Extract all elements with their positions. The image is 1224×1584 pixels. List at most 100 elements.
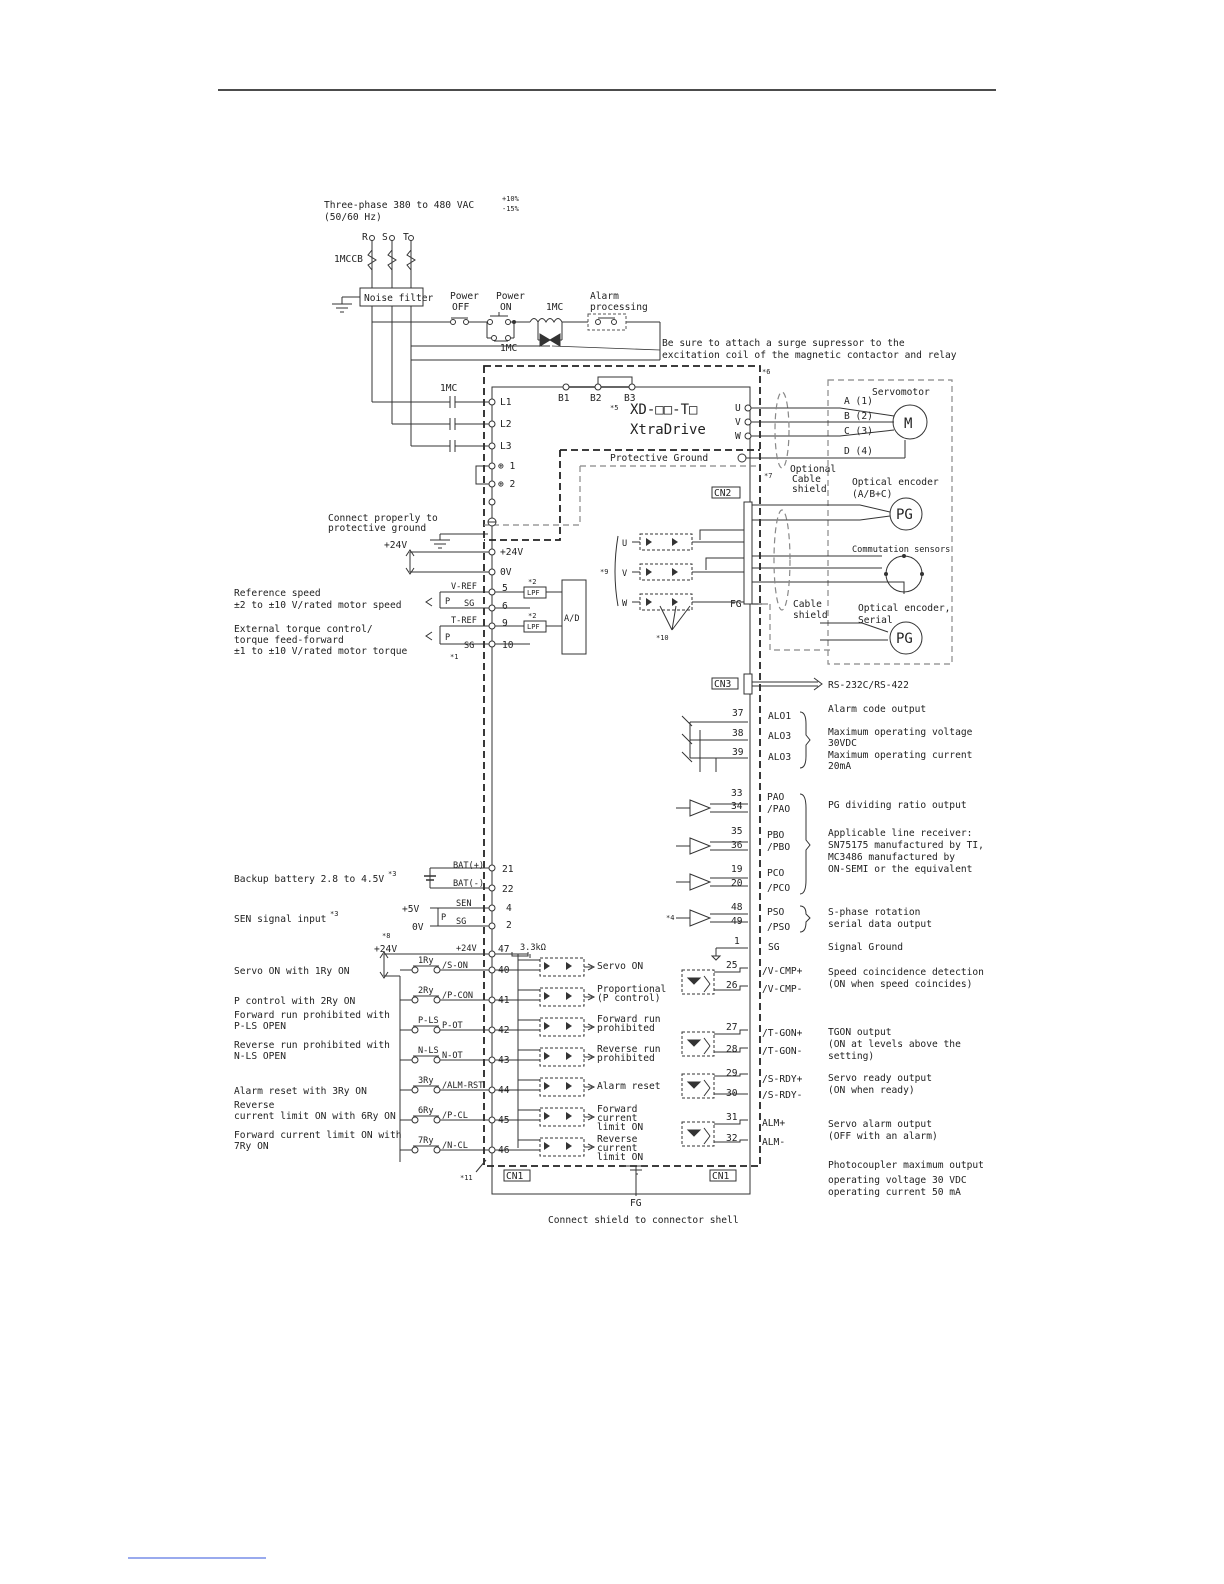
battery-symbol [424,875,436,881]
optional-shield-2: Cable [792,474,821,485]
signal-ground-desc: Signal Ground [828,942,903,953]
input-terminal [488,1026,496,1034]
alo2-label: ALO3 [768,731,791,742]
opto-wire [495,1139,540,1151]
pao-label: PAO [767,792,785,803]
servomotor-label: Servomotor [872,387,930,398]
input-function-label: Forward run [597,1014,661,1025]
opto-coupler-symbol [544,992,572,1000]
sg1-label: SG [768,942,780,953]
lpf-speed-box [523,586,547,599]
relay-contact [411,996,419,1004]
cn1-left-label: CN1 [506,1171,524,1182]
drive-outline [491,386,751,1195]
noise-filter-label: Noise filter [364,293,434,304]
ctl-24v-label: +24V [500,547,523,558]
npao-label: /PAO [767,804,790,815]
input-terminal [488,1056,496,1064]
tgon-plus-label: /T-GON+ [762,1028,803,1039]
cable-shield-ellipse [773,509,791,611]
note8: *8 [382,932,390,940]
w-pin-label: W [735,431,741,442]
input-function-label: Forward [597,1104,637,1115]
analog-inputs: Reference speed ±2 to ±10 V/rated motor … [234,578,587,661]
p-speed-label: P [445,597,450,607]
motor-m-label: M [904,416,912,432]
sen-desc: SEN signal input [234,914,326,925]
input-function-label: current [597,1113,637,1124]
pg-desc-4: MC3486 manufactured by [828,852,955,863]
relay-label: 6Ry [418,1106,434,1116]
pot-torque [425,631,433,641]
main-contactor-label: 1MC [440,383,458,394]
opto-wire [495,959,540,971]
input-desc: P-LS OPEN [234,1021,286,1032]
opto-arrow [584,1113,596,1121]
v-recv-label: V [622,569,627,579]
pin6-label: 6 [502,601,508,612]
alo3-label: ALO3 [768,752,791,763]
pin35-label: 35 [731,826,743,837]
breaker-symbol [367,249,416,271]
pot-speed [425,597,433,607]
opto-wire [495,1109,540,1121]
pin22-label: 22 [502,884,514,895]
battery-sen-section: Backup battery 2.8 to 4.5V *3 BAT(+) BAT… [234,861,514,933]
relay-contact [411,966,419,974]
input-desc: Servo ON with 1Ry ON [234,966,350,977]
power-supply: Three-phase 380 to 480 VAC +10% -15% (50… [324,195,520,447]
input-desc: P control with 2Ry ON [234,996,356,1007]
power-section-dashed [484,449,760,541]
sen-p-label: P [441,913,446,923]
ext-24v-label: +24V [384,540,407,551]
pin25-label: 25 [726,960,738,971]
note4: *4 [666,914,674,922]
motor-c-label: C (3) [844,426,873,437]
relay-contact [433,1056,441,1064]
relay-contact [433,966,441,974]
input-function-label: limit ON [597,1122,643,1133]
pin28-label: 28 [726,1044,738,1055]
commutation-label: Commutation sensors [852,545,950,555]
v-pin-label: V [735,417,741,428]
sg6-label: SG [464,599,474,609]
opto-arrow [584,1083,596,1091]
input-terminal [488,1146,496,1154]
vcmp-desc-2: (ON when speed coincides) [828,979,972,990]
supply-frequency-label: (50/60 Hz) [324,212,382,223]
l2-label: L2 [500,419,512,430]
opto-wire [495,1079,540,1091]
vcmp-desc-1: Speed coincidence detection [828,967,984,978]
photocoupler-outputs: 25 26 /V-CMP+ /V-CMP- Speed coincidence … [681,960,984,1198]
motor-b-label: B (2) [844,411,873,422]
input-pin-name: /ALM-RST [442,1081,483,1091]
power-off-label-2: OFF [452,302,470,313]
input-function-label: prohibited [597,1023,655,1034]
pin47-label: 47 [498,944,510,955]
relay-contact [411,1026,419,1034]
opto-arrow [584,1143,596,1151]
lpf-torque-box [523,620,547,633]
protective-ground-label: Protective Ground [610,453,708,464]
sg2-label: SG [456,917,466,927]
tgon-desc-3: setting) [828,1051,874,1062]
dc1-label: ⊕ 1 [498,461,516,472]
input-desc: Forward current limit ON with [234,1130,402,1141]
supply-tol-plus: +10% [502,195,520,203]
s-phase-section: *4 48 49 PSO /PSO S-phase rotation seria… [666,902,932,961]
alm-minus-label: ALM- [762,1137,785,1148]
sen-note3: *3 [330,910,338,918]
note10: *10 [656,634,669,642]
pin26-label: 26 [726,980,738,991]
cn3-section: CN3 RS-232C/RS-422 [711,673,909,695]
input-terminal [488,966,496,974]
vcmp-minus-label: /V-CMP- [762,984,802,995]
alarm-code-desc-1: Alarm code output [828,704,926,715]
input-function-label: (P control) [597,993,661,1004]
sequence-inputs: *8 +24V +24V 47 3.3kΩ *11 [374,932,546,1182]
pg-desc-5: ON-SEMI or the equivalent [828,864,972,875]
